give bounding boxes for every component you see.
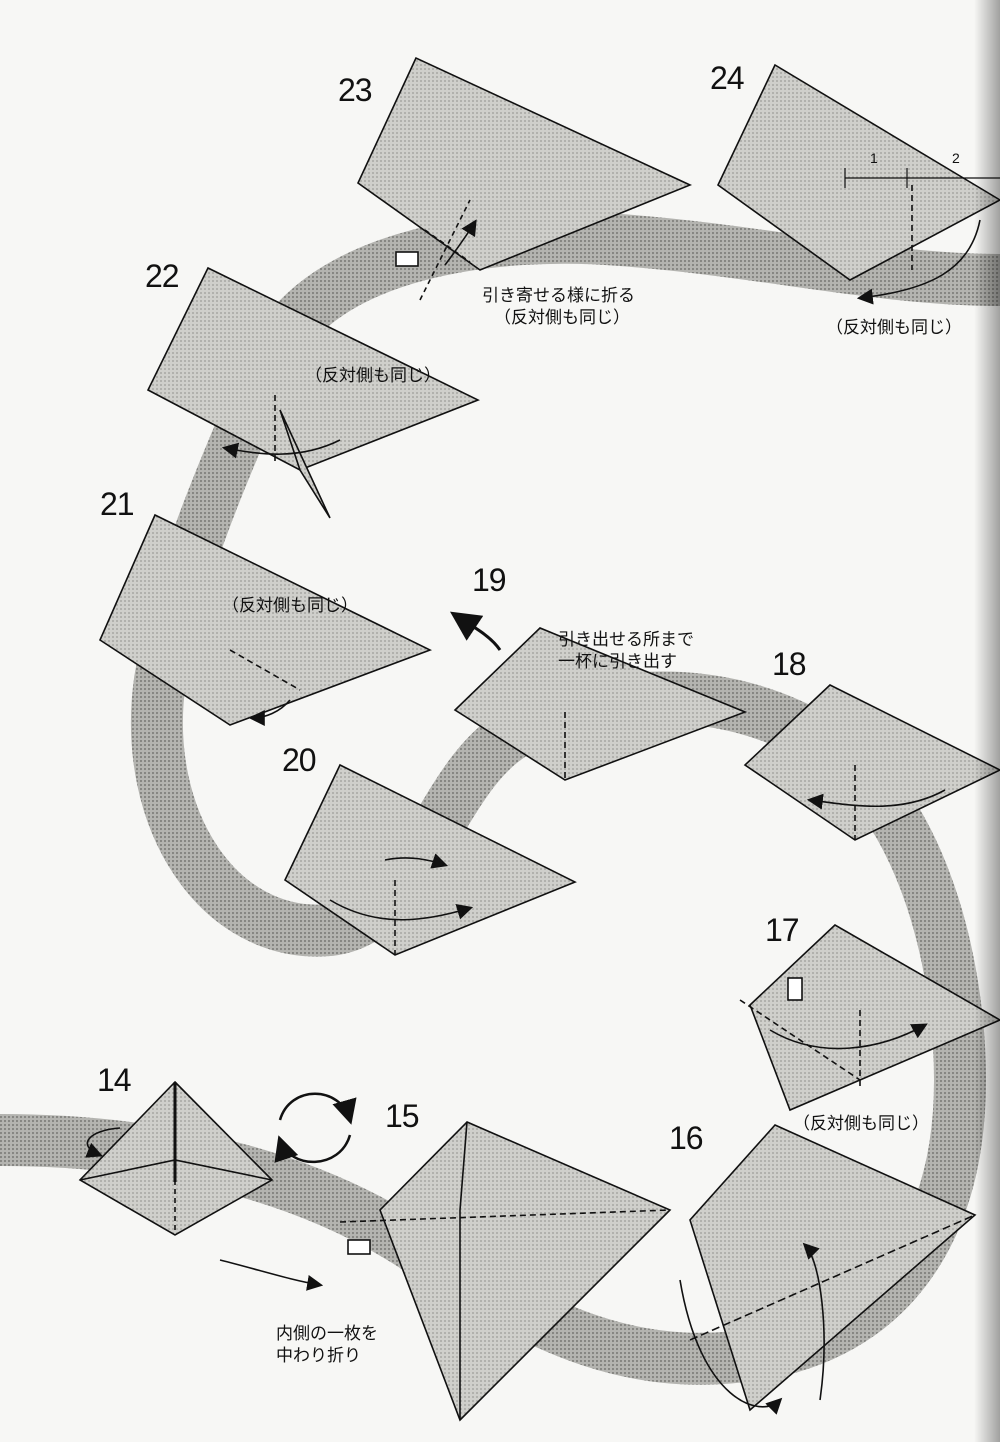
step-15-figure: [219, 1121, 672, 1422]
step-number-17: 17: [765, 912, 800, 948]
step-number-16: 16: [669, 1120, 704, 1156]
step-number-19: 19: [472, 562, 507, 598]
step-24-figure: [716, 63, 1000, 305]
step-number-21: 21: [100, 486, 135, 522]
note-step-21-same-back: （反対側も同じ）: [222, 596, 358, 616]
page-edge-shadow: [974, 0, 1000, 1442]
note-step-24-same-back: （反対側も同じ）: [826, 318, 962, 338]
note-step-17-same-back: （反対側も同じ）: [793, 1114, 929, 1134]
note-step-19-line1: 引き出せる所まで: [558, 630, 694, 650]
note-step-19-line2: 一杯に引き出す: [558, 652, 677, 672]
step-number-14: 14: [97, 1062, 132, 1098]
note-step-15-line2: 中わり折り: [276, 1346, 361, 1366]
step-23-figure: [356, 56, 693, 301]
step-22-figure: [146, 266, 480, 519]
step-number-15: 15: [385, 1098, 420, 1134]
note-step-23-line1: 引き寄せる様に折る: [482, 286, 635, 306]
dimension-label-2: 2: [952, 150, 960, 166]
step-21-figure: [98, 513, 433, 726]
note-step-23-line2: （反対側も同じ）: [494, 308, 630, 328]
step-17-figure: [739, 924, 1000, 1112]
step-18-figure: [743, 684, 1000, 841]
step-number-22: 22: [145, 258, 180, 294]
step-number-23: 23: [338, 72, 373, 108]
step-14-figure: [78, 1080, 274, 1236]
dimension-label-1: 1: [870, 150, 878, 166]
step-number-24: 24: [710, 60, 745, 96]
step-number-18: 18: [772, 646, 807, 682]
step-number-20: 20: [282, 742, 317, 778]
step-16-figure: [679, 1124, 977, 1415]
note-step-22-same-back: （反対側も同じ）: [305, 366, 441, 386]
rotate-arrows-icon: [274, 1092, 357, 1164]
step-19-figure: [450, 611, 748, 781]
step-20-figure: [283, 763, 577, 956]
note-step-15-line1: 内側の一枚を: [276, 1324, 378, 1344]
